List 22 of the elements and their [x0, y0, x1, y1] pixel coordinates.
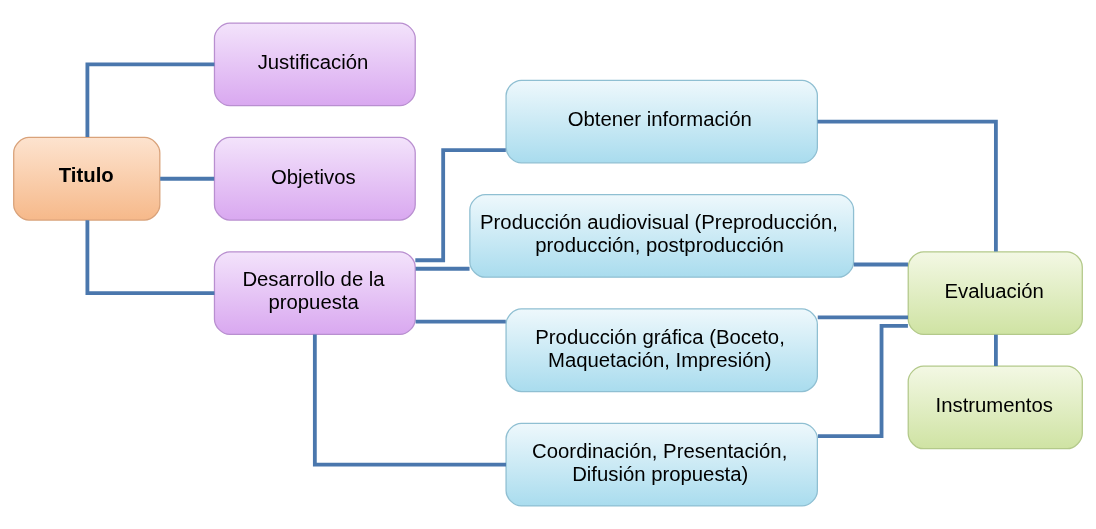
connector [415, 266, 470, 271]
node-box: Desarrollo de la propuesta [213, 251, 416, 335]
connector [160, 176, 215, 181]
node-box: Producción gráfica (Boceto, Maquetación, Impresión) [505, 308, 818, 393]
node-box: Obtener información [505, 79, 818, 164]
connector [853, 262, 908, 267]
connector [415, 148, 506, 263]
connector [85, 62, 215, 138]
node-box: Coordinación, Presentación, Difusión propuesta) [505, 422, 818, 507]
node-box: Producción audiovisual (Preproducción, producción, postproducción [469, 194, 855, 278]
node-box: Evaluación [907, 251, 1083, 335]
connector [817, 119, 998, 252]
node-box: Titulo [13, 136, 161, 221]
connector [994, 334, 998, 367]
connector [817, 324, 908, 438]
connector [817, 315, 908, 320]
node-box: Justificación [213, 22, 416, 107]
node-box: Instrumentos [907, 365, 1083, 450]
connector [415, 319, 506, 324]
connector [85, 220, 215, 295]
node-box: Objetivos [213, 136, 416, 221]
connector [312, 334, 507, 467]
